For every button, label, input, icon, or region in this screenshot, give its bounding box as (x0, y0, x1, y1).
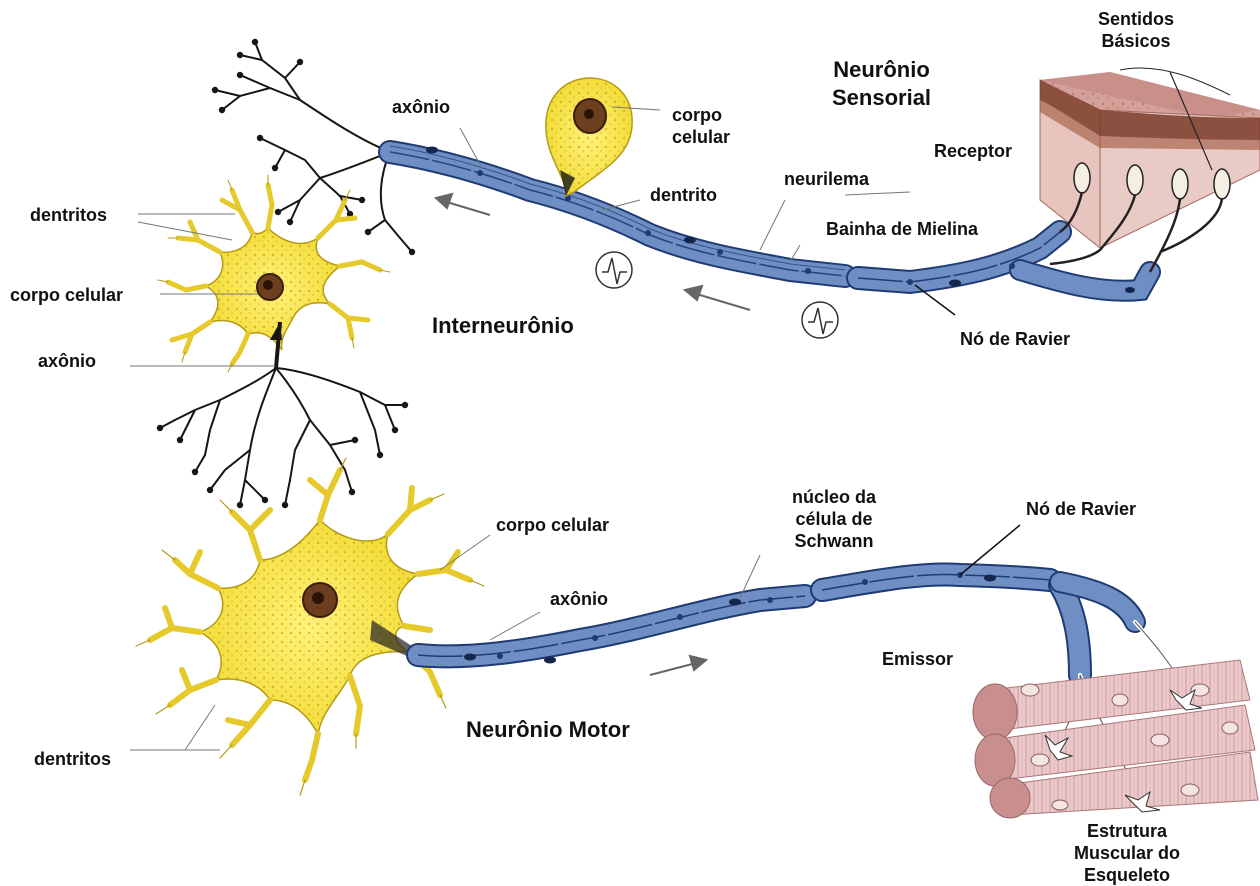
label-dentritos-top: dentritos (30, 204, 107, 226)
label-nucleo-schwann: núcleo da célula de Schwann (792, 486, 876, 552)
label-axonio-left: axônio (38, 350, 96, 372)
label-bainha-de-mielina: Bainha de Mielina (826, 218, 978, 240)
skin-receptor (1040, 68, 1260, 272)
interneuron (157, 39, 415, 508)
label-neuronio-sensorial: Neurônio Sensorial (832, 56, 931, 112)
label-corpo-celular-top: corpo celular (672, 104, 730, 148)
label-axonio-top: axônio (392, 96, 450, 118)
label-corpo-celular-motor: corpo celular (496, 514, 609, 536)
label-no-de-ravier-bottom: Nó de Ravier (1026, 498, 1136, 520)
label-estrutura-muscular: Estrutura Muscular do Esqueleto (1074, 820, 1180, 886)
label-dentritos-bottom: dentritos (34, 748, 111, 770)
label-receptor: Receptor (934, 140, 1012, 162)
label-dentrito: dentrito (650, 184, 717, 206)
label-neurilema: neurilema (784, 168, 869, 190)
label-sentidos-basicos: Sentidos Básicos (1098, 8, 1174, 52)
sensory-neuron (390, 78, 1150, 293)
label-neuronio-motor: Neurônio Motor (466, 716, 630, 744)
label-emissor: Emissor (882, 648, 953, 670)
skeletal-muscle (973, 660, 1258, 818)
label-interneuronio: Interneurônio (432, 312, 574, 340)
interneuron-lower-branches (160, 368, 405, 505)
label-corpo-celular-left: corpo celular (10, 284, 123, 306)
label-no-de-ravier-top: Nó de Ravier (960, 328, 1070, 350)
label-axonio-motor: axônio (550, 588, 608, 610)
